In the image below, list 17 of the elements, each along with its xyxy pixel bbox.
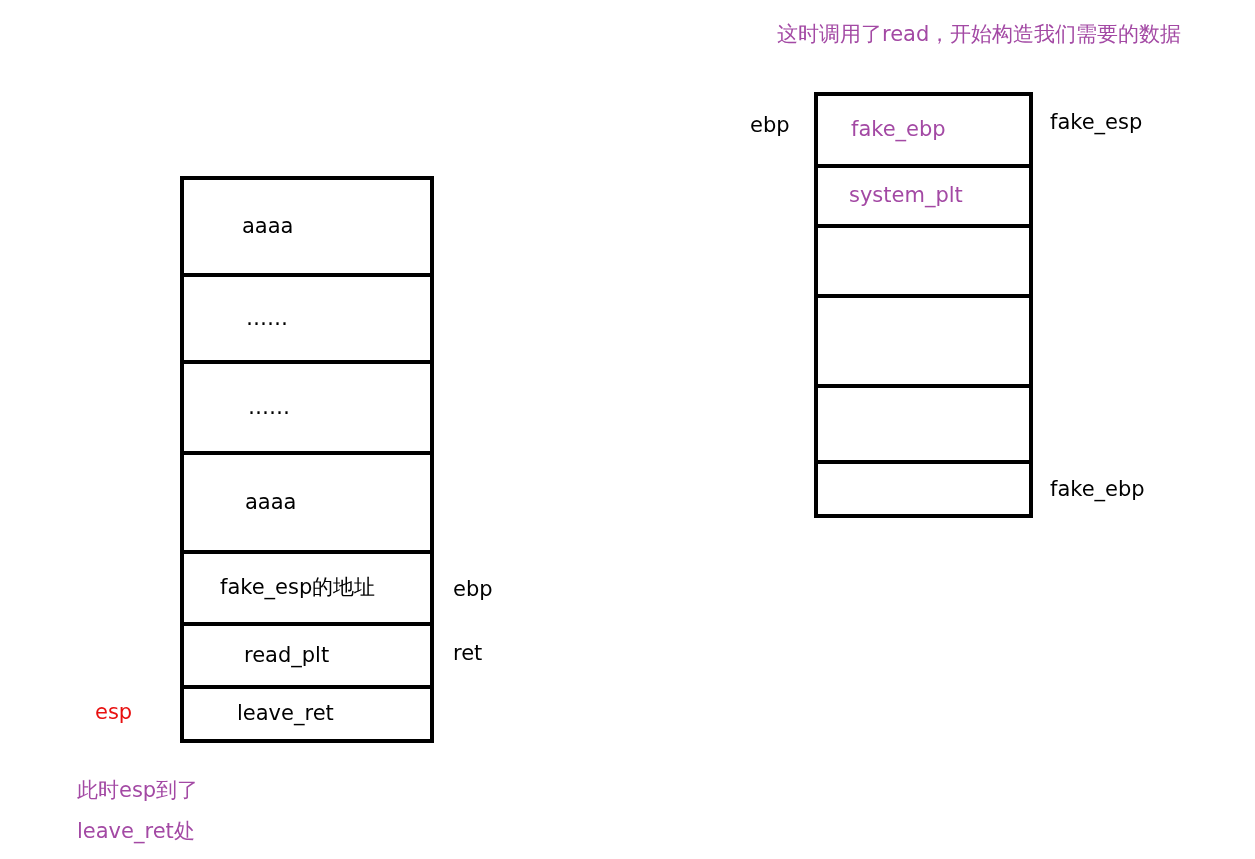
slot-value: fake_ebp: [851, 116, 946, 141]
register-label: fake_esp: [1050, 110, 1143, 134]
slot-value: aaaa: [245, 489, 297, 514]
slot-value: aaaa: [242, 213, 294, 238]
slot-value: ……: [246, 305, 288, 330]
register-label: esp: [95, 700, 133, 724]
register-label: ret: [453, 641, 483, 665]
register-label: ebp: [750, 113, 790, 137]
slot-value: fake_esp的地址: [220, 573, 376, 601]
slot-value: ……: [248, 394, 290, 419]
slot-value: system_plt: [849, 182, 963, 207]
register-label: ebp: [453, 577, 493, 601]
note-text: 这时调用了read，开始构造我们需要的数据: [777, 21, 1182, 48]
slot-value: leave_ret: [237, 700, 334, 725]
register-label: fake_ebp: [1050, 477, 1145, 501]
slot-value: read_plt: [244, 642, 330, 667]
note-text: 此时esp到了 leave_ret处: [77, 777, 200, 846]
